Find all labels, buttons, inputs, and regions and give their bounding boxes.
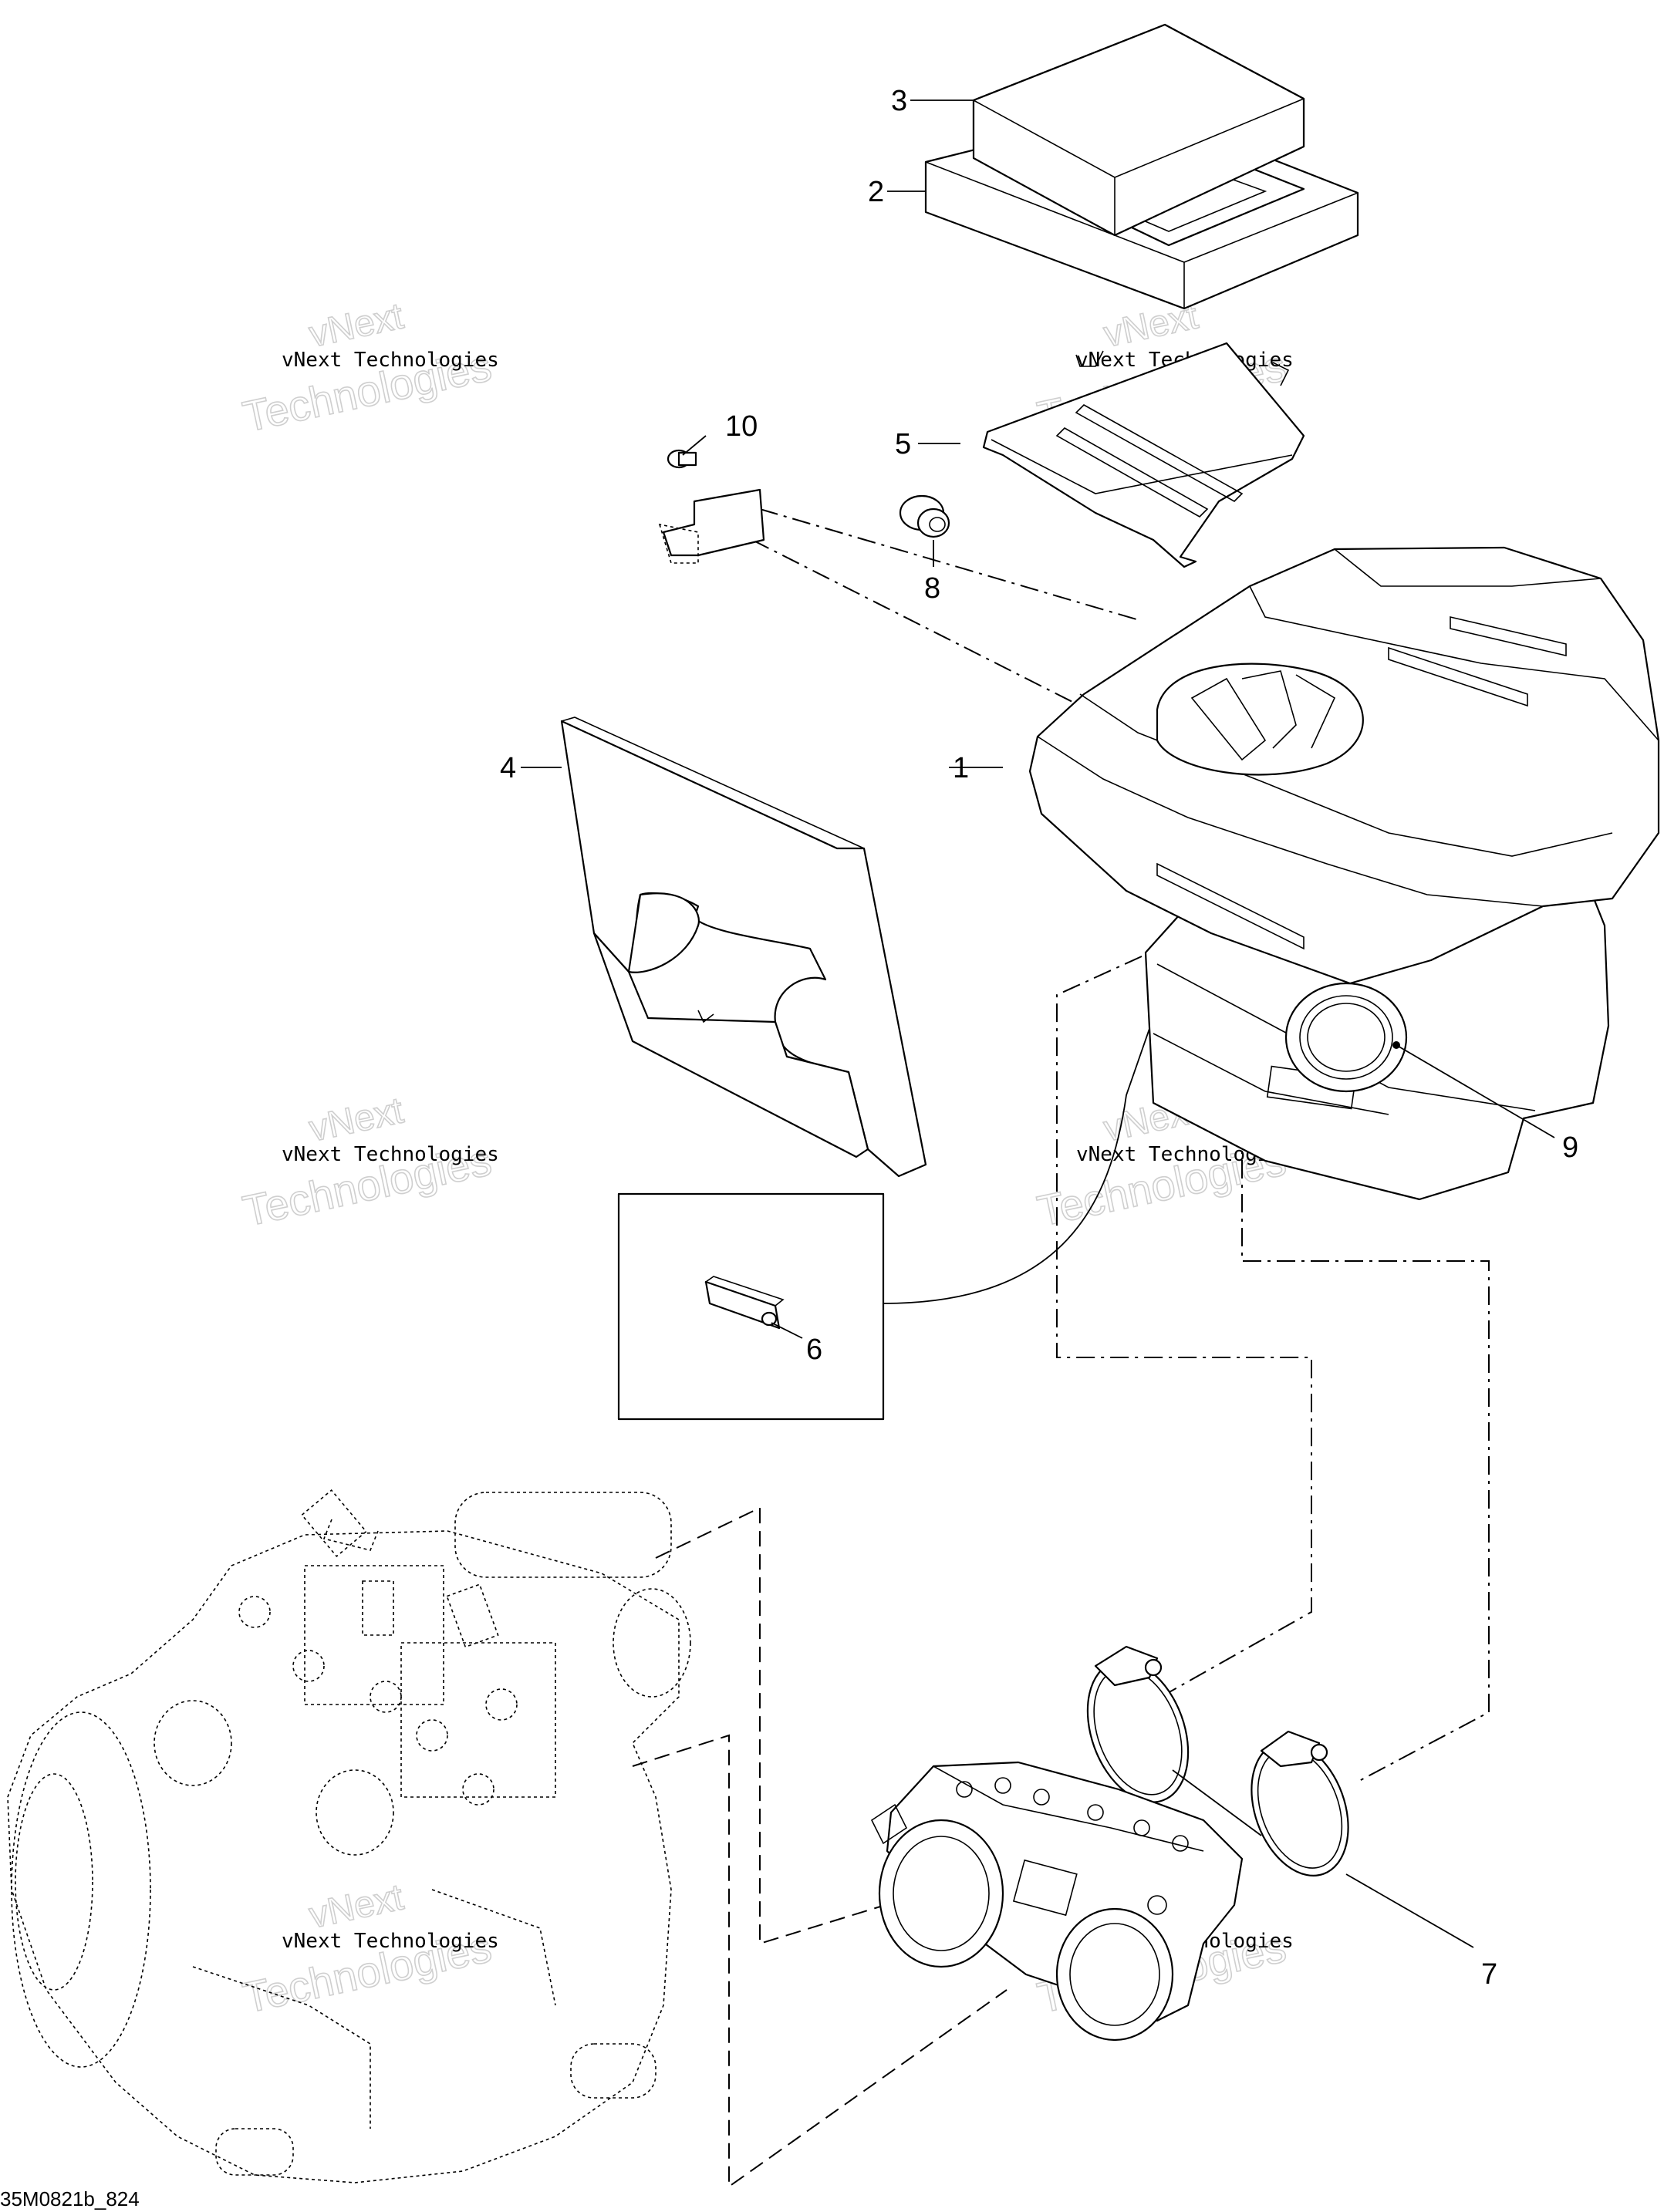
callout-7: 7: [1481, 1958, 1497, 1991]
screw-and-bracket: [658, 449, 765, 564]
drawing-reference-code: 35M0821b_824: [0, 2187, 140, 2210]
callout-4: 4: [500, 752, 516, 784]
callout-1: 1: [953, 752, 969, 784]
foam-panel: [560, 717, 927, 1178]
watermark-mid-left: vNext Technologies vNext Technologies: [238, 1090, 499, 1236]
foam-frame: [924, 23, 1359, 310]
clamp-connectors: [1172, 1769, 1262, 1836]
callout-leaders: [521, 99, 1555, 1948]
callout-6: 6: [806, 1334, 822, 1366]
assembly-connector-lines: [632, 508, 1490, 2188]
callout-5: 5: [895, 428, 911, 460]
detail-box-label: [617, 1192, 885, 1421]
callout-labels: 3 2 5 10 8 1 4 9 6 7: [500, 85, 1578, 1991]
watermark-vnext-outline: vNext: [305, 1876, 407, 1936]
watermark-text: vNext Technologies: [282, 1143, 499, 1166]
watermark-bottom-left: vNext Technologies vNext Technologies: [238, 1876, 499, 2023]
watermark-top-left: vNext Technologies vNext Technologies: [238, 295, 499, 442]
callout-2: 2: [868, 176, 884, 208]
callout-3: 3: [891, 85, 907, 117]
clamp-left: [1086, 1645, 1190, 1803]
engine-reference: [7, 1489, 691, 2183]
throttle-body-assembly: [870, 1761, 1244, 2042]
clamp-right: [1251, 1730, 1349, 1876]
callout-8: 8: [924, 572, 940, 605]
watermark-text: vNext Technologies: [282, 349, 499, 372]
air-silencer-body: [1028, 546, 1660, 1201]
callout-9: 9: [1562, 1131, 1578, 1164]
watermark-vnext-outline: vNext: [305, 295, 407, 355]
watermark-text: vNext Technologies: [282, 1930, 499, 1953]
mounting-plate: [982, 342, 1305, 568]
callout-10: 10: [725, 410, 758, 443]
watermark-vnext-outline: vNext: [305, 1090, 407, 1149]
grommet: [899, 494, 950, 538]
